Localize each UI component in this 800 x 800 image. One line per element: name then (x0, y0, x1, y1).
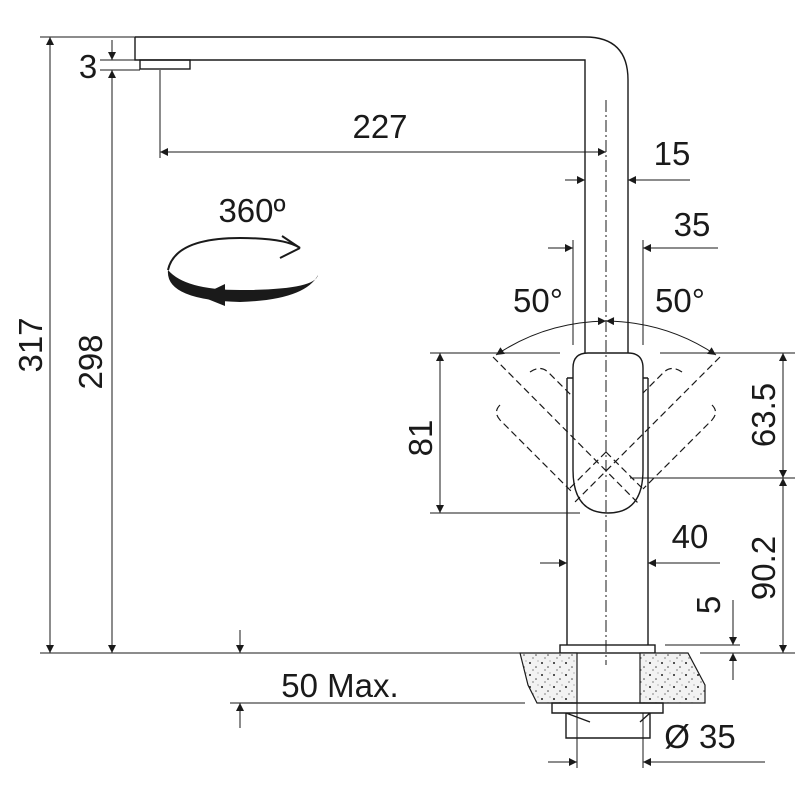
faucet-body (134, 36, 721, 739)
label-50-max: 50 Max. (281, 667, 398, 704)
spout-outline (134, 36, 629, 353)
label-5: 5 (690, 596, 727, 614)
body-outline (566, 377, 649, 645)
label-90-2: 90.2 (745, 536, 782, 600)
rotation-arrow-icon (167, 235, 318, 306)
aerator (139, 59, 191, 70)
countertop-right (639, 652, 706, 704)
lever-right-dashed (574, 356, 721, 503)
lever-left-dashed (492, 356, 641, 506)
label-35: 35 (674, 206, 711, 243)
label-81: 81 (402, 420, 439, 457)
base-collar (559, 644, 656, 654)
label-diameter-35: Ø 35 (664, 718, 736, 755)
label-15: 15 (654, 135, 691, 172)
label-50-right: 50° (655, 282, 705, 319)
label-63-5: 63.5 (745, 383, 782, 447)
label-3: 3 (79, 48, 97, 85)
label-317: 317 (12, 317, 49, 372)
dim-50-right (605, 317, 717, 356)
dim-50-left (495, 317, 607, 356)
label-298: 298 (72, 334, 109, 389)
handle (572, 352, 644, 514)
label-50-left: 50° (513, 282, 563, 319)
label-227: 227 (352, 108, 407, 145)
countertop-left (519, 652, 578, 704)
label-360: 360º (218, 192, 285, 229)
mounting-flange (551, 702, 664, 739)
label-40: 40 (672, 518, 709, 555)
dimension-lines (40, 36, 795, 768)
